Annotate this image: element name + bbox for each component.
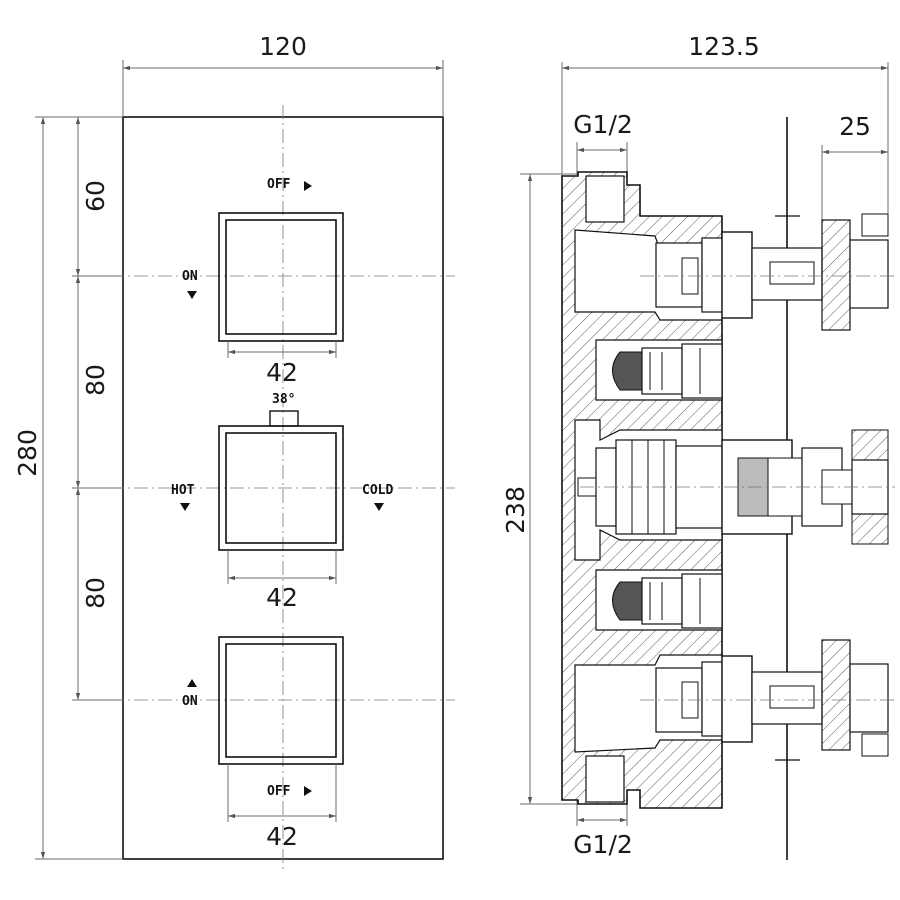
arrow-right-icon xyxy=(304,786,312,796)
check-valve-upper xyxy=(612,343,723,399)
dim-spacing-middle: 80 xyxy=(81,364,110,396)
arrow-down-icon xyxy=(374,503,384,511)
dim-body-height: 238 xyxy=(501,486,530,534)
dim-inlet-top: G1/2 xyxy=(573,110,633,139)
dim-projection: 25 xyxy=(839,112,871,141)
dim-depth: 123.5 xyxy=(688,32,760,61)
dim-knob-top: 42 xyxy=(266,358,298,387)
arrow-down-icon xyxy=(187,291,197,299)
dim-width: 120 xyxy=(259,32,307,61)
side-view: 123.5 25 G1/2 G1/2 238 xyxy=(501,32,895,860)
check-valve-lower xyxy=(612,573,723,629)
dim-knob-bottom: 42 xyxy=(266,822,298,851)
dim-spacing-bottom: 80 xyxy=(81,577,110,609)
dim-inlet-bottom: G1/2 xyxy=(573,830,633,859)
knob-middle xyxy=(218,410,344,551)
arrow-up-icon xyxy=(187,679,197,687)
label-on-bottom: ON xyxy=(182,694,198,709)
label-hot: HOT xyxy=(171,483,195,498)
front-view: 120 280 60 80 80 42 42 42 OFF ON xyxy=(13,32,455,872)
label-cold: COLD xyxy=(362,483,393,498)
label-off-bottom: OFF xyxy=(267,784,291,799)
flow-cartridge-lower xyxy=(640,639,895,757)
label-on-top: ON xyxy=(182,269,198,284)
arrow-right-icon xyxy=(304,181,312,191)
dim-knob-middle: 42 xyxy=(266,583,298,612)
arrow-down-icon xyxy=(180,503,190,511)
dim-height: 280 xyxy=(13,429,42,477)
knob-top xyxy=(218,212,344,342)
label-temp: 38° xyxy=(272,392,295,407)
knob-bottom xyxy=(218,636,344,765)
dim-spacing-top: 60 xyxy=(81,180,110,212)
label-off-top: OFF xyxy=(267,177,291,192)
flow-cartridge-upper xyxy=(640,213,895,331)
thermostatic-cartridge xyxy=(577,429,895,545)
